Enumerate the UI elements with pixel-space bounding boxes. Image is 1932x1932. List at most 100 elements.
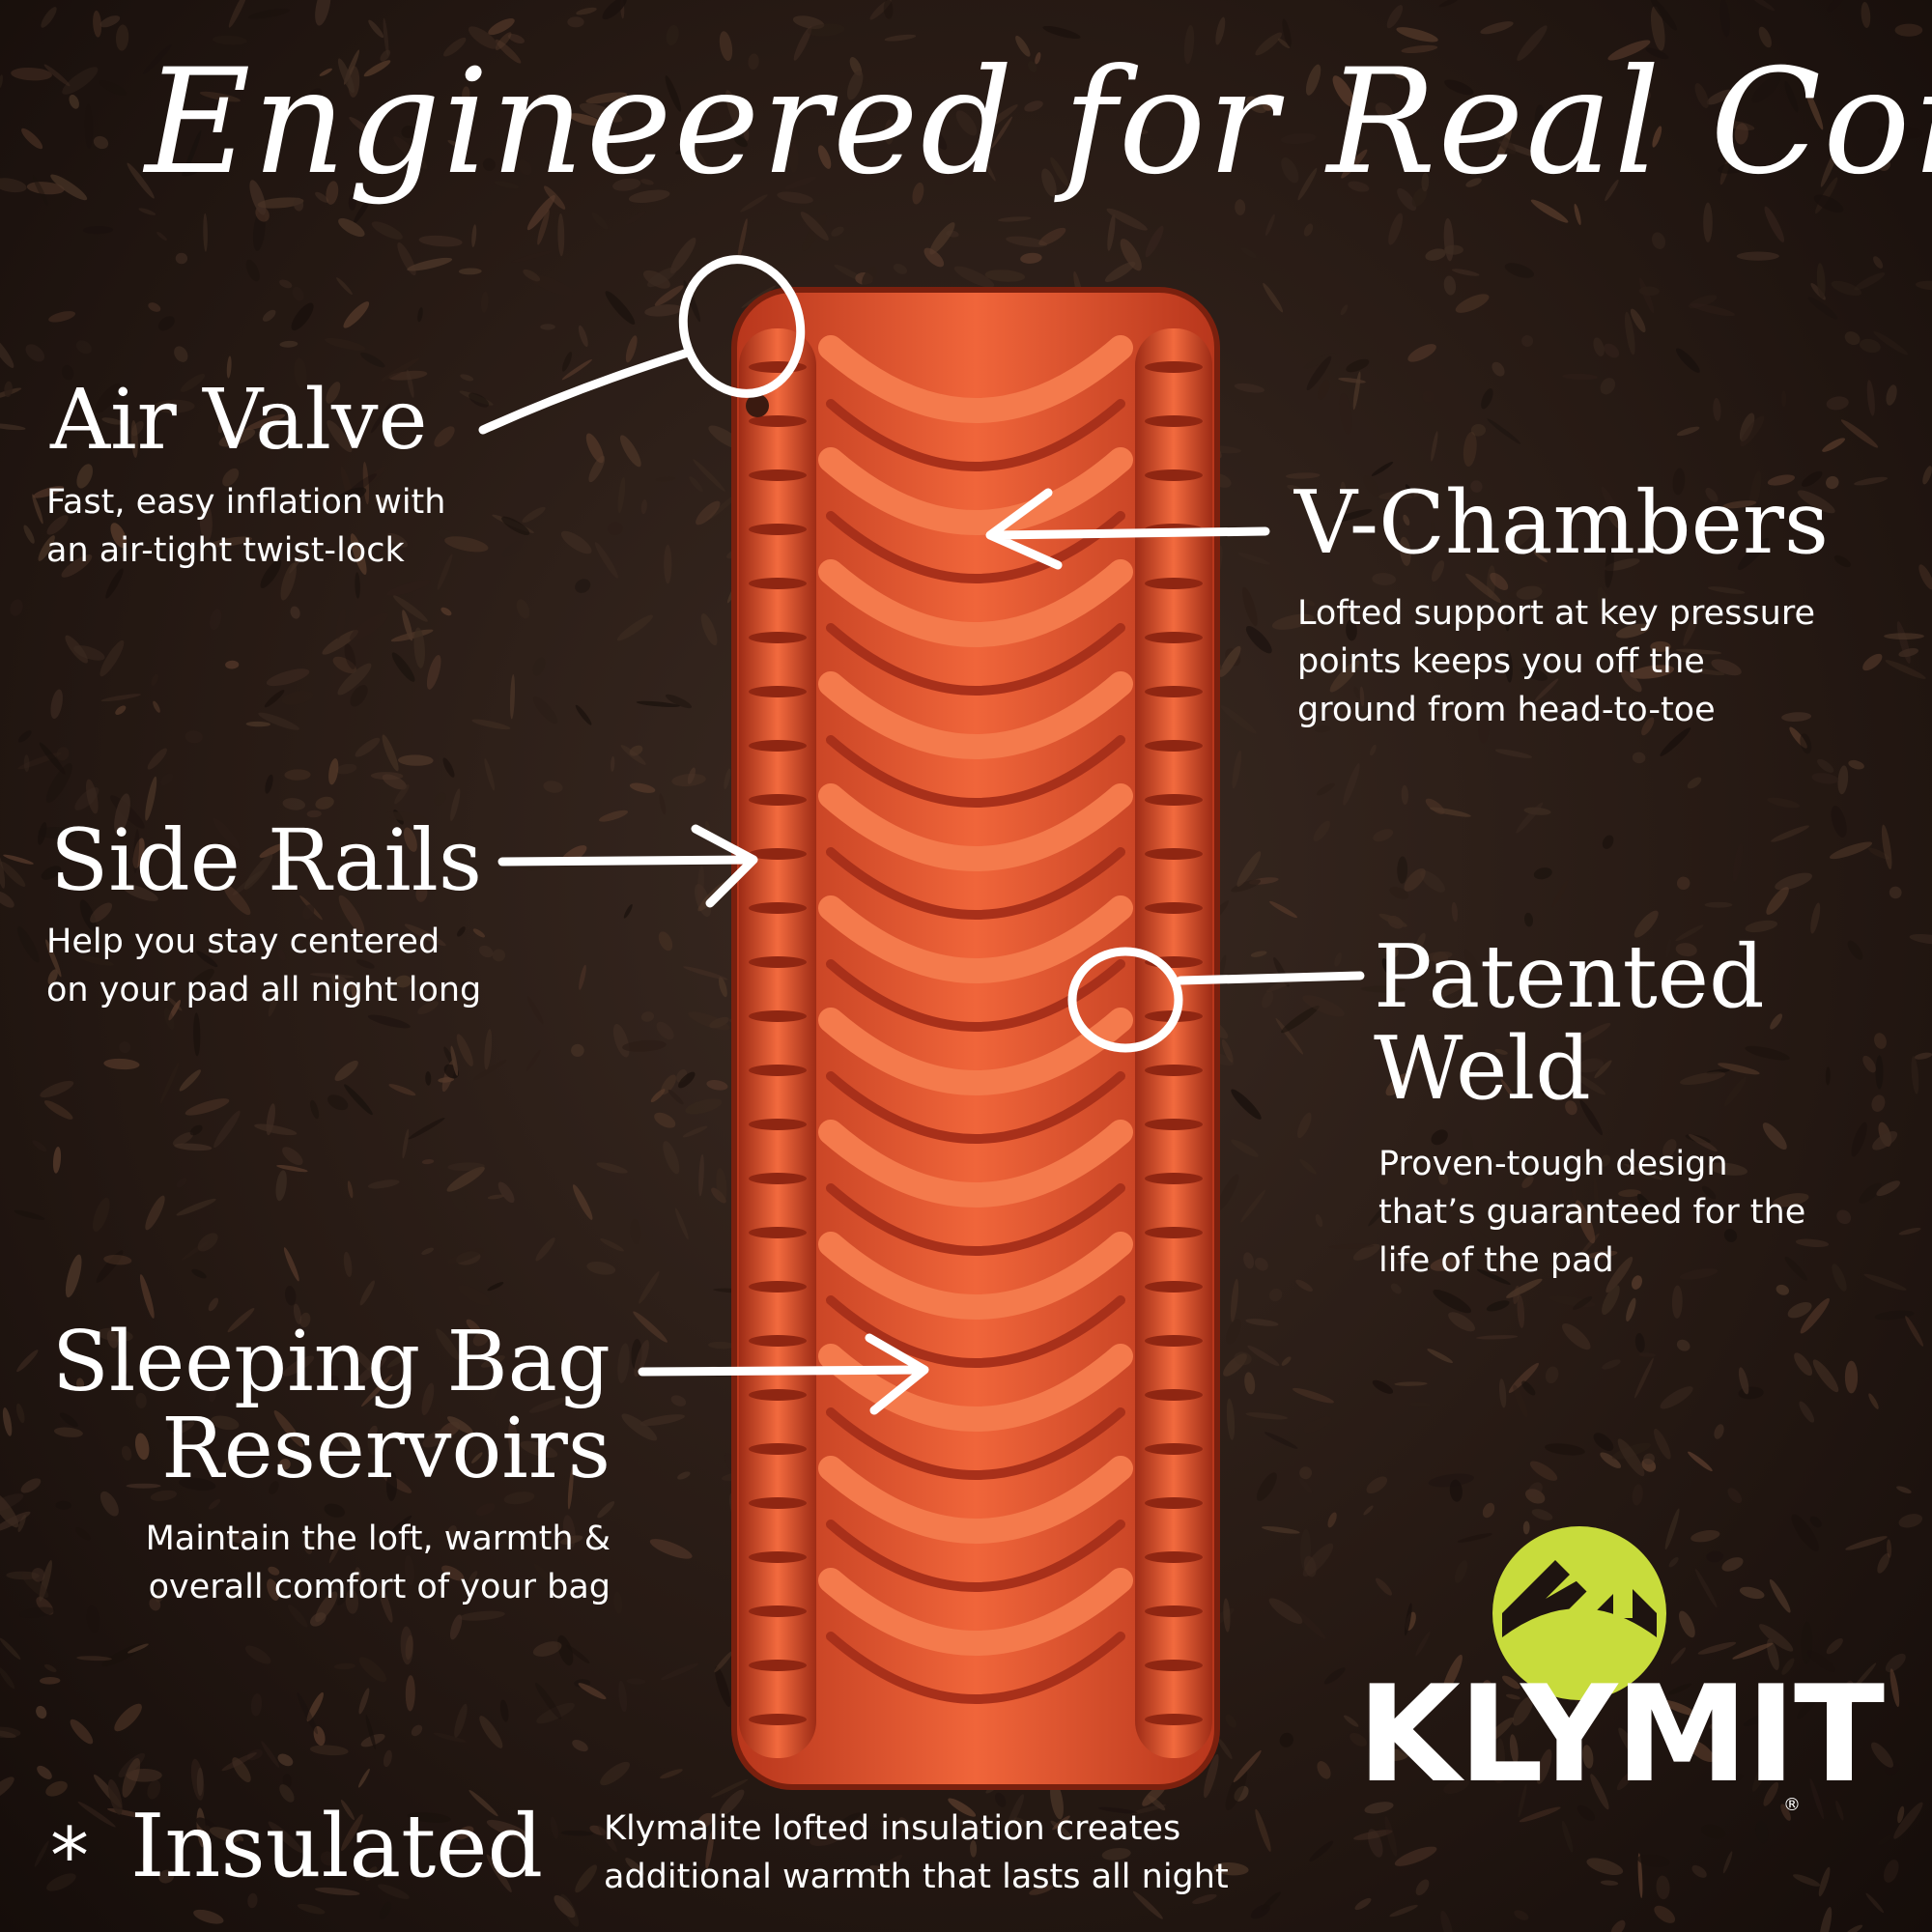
- rail-weld: [749, 1714, 807, 1725]
- v-chamber-ridge: [818, 671, 1133, 759]
- rail-weld: [749, 632, 807, 643]
- rail-weld: [1145, 848, 1203, 860]
- reservoirs-description: Maintain the loft, warmth & overall comf…: [39, 1515, 611, 1611]
- rail-weld: [1145, 902, 1203, 914]
- rail-weld: [1145, 1660, 1203, 1671]
- patented-weld-heading-line: Patented: [1374, 926, 1765, 1028]
- air-valve-pointer: [478, 348, 693, 435]
- v-chambers-description: Lofted support at key pressure points ke…: [1297, 589, 1815, 734]
- rail-weld: [749, 740, 807, 752]
- reservoirs-desc-line: overall comfort of your bag: [148, 1568, 611, 1606]
- side-rails-heading: Side Rails: [50, 810, 483, 910]
- asterisk-icon: *: [50, 1811, 89, 1901]
- rail-weld: [1145, 1443, 1203, 1455]
- insulated-heading: Insulated: [130, 1796, 544, 1897]
- patented-weld-heading-line: Weld: [1374, 1017, 1591, 1120]
- registered-mark: ®: [1783, 1795, 1801, 1815]
- v-chambers-arrow: [985, 488, 1270, 570]
- v-chambers-heading: V-Chambers: [1294, 472, 1830, 574]
- rail-weld: [749, 1335, 807, 1347]
- rail-weld: [1145, 1335, 1203, 1347]
- left-side-rail: [739, 328, 816, 1758]
- v-chamber-ridge: [818, 895, 1133, 983]
- patented-weld-desc-line: life of the pad: [1378, 1241, 1614, 1280]
- air-valve-description: Fast, easy inflation with an air-tight t…: [46, 478, 445, 575]
- rail-weld: [749, 1605, 807, 1617]
- page-title: Engineered for Real Comfort: [145, 39, 1932, 207]
- rail-weld: [1145, 740, 1203, 752]
- reservoirs-heading: Sleeping Bag Reservoirs: [39, 1319, 611, 1493]
- v-chambers-desc-line: Lofted support at key pressure: [1297, 594, 1815, 633]
- brand-logo-wordmark: KLYMIT: [1357, 1657, 1885, 1812]
- air-valve-heading: Air Valve: [50, 372, 428, 469]
- side-rails-description: Help you stay centered on your pad all n…: [46, 918, 481, 1014]
- patented-weld-description: Proven-tough design that’s guaranteed fo…: [1378, 1140, 1805, 1285]
- patented-weld-heading: Patented Weld: [1374, 926, 1765, 1120]
- v-chamber-ridge: [826, 1520, 1125, 1592]
- rail-weld: [749, 1497, 807, 1509]
- rail-weld: [1145, 1389, 1203, 1401]
- rail-weld: [1145, 794, 1203, 806]
- patented-weld-desc-line: Proven-tough design: [1378, 1145, 1728, 1183]
- v-chamber-ridge: [818, 447, 1133, 535]
- rail-weld: [749, 1227, 807, 1238]
- reservoirs-heading-line: Reservoirs: [161, 1401, 611, 1498]
- rail-weld: [749, 902, 807, 914]
- reservoirs-desc-line: Maintain the loft, warmth &: [145, 1520, 611, 1558]
- rail-weld: [749, 578, 807, 589]
- rail-weld: [749, 1551, 807, 1563]
- rail-weld: [1145, 578, 1203, 589]
- v-chamber-ridge: [826, 511, 1125, 583]
- rail-weld: [749, 415, 807, 427]
- air-valve-desc-line: Fast, easy inflation with: [46, 483, 446, 522]
- rail-weld: [1145, 686, 1203, 697]
- rail-weld: [749, 794, 807, 806]
- rail-weld: [749, 1173, 807, 1184]
- rail-weld: [1145, 1119, 1203, 1130]
- v-chamber-ridge: [826, 1071, 1125, 1144]
- air-valve-circle: [678, 255, 806, 398]
- pad-body: [731, 287, 1220, 1790]
- rail-weld: [749, 1443, 807, 1455]
- v-chamber-ridge: [818, 1008, 1133, 1095]
- patented-weld-circle: [1067, 947, 1183, 1053]
- rail-weld: [749, 469, 807, 481]
- patented-weld-pointer: [1176, 971, 1365, 985]
- v-chambers-desc-line: ground from head-to-toe: [1297, 691, 1716, 729]
- side-rails-desc-line: on your pad all night long: [46, 971, 482, 1009]
- v-chamber-ridge: [826, 959, 1125, 1032]
- rail-weld: [749, 956, 807, 968]
- v-chamber-ridge: [826, 623, 1125, 696]
- right-side-rail: [1135, 328, 1212, 1758]
- v-chamber-ridge: [826, 1295, 1125, 1368]
- rail-weld: [1145, 1065, 1203, 1076]
- rail-weld: [1145, 1714, 1203, 1725]
- rail-weld: [749, 686, 807, 697]
- v-chamber-ridge: [826, 735, 1125, 808]
- v-chamber-ridge: [826, 847, 1125, 920]
- air-valve-part: [746, 394, 769, 417]
- insulated-desc-line: additional warmth that lasts all night: [604, 1858, 1229, 1896]
- v-chamber-ridge: [818, 1456, 1133, 1544]
- rail-weld: [749, 524, 807, 535]
- side-rails-desc-line: Help you stay centered: [46, 923, 440, 961]
- rail-weld: [1145, 415, 1203, 427]
- v-chamber-ridge: [818, 1120, 1133, 1208]
- rail-weld: [749, 1010, 807, 1022]
- v-chamber-ridge: [818, 1232, 1133, 1320]
- klymit-logo-icon: [1492, 1526, 1666, 1700]
- v-chamber-ridge: [826, 1632, 1125, 1704]
- rail-weld: [1145, 1605, 1203, 1617]
- rail-weld: [749, 848, 807, 860]
- rail-weld: [1145, 469, 1203, 481]
- rail-weld: [1145, 1227, 1203, 1238]
- rail-weld: [1145, 1551, 1203, 1563]
- v-chamber-ridge: [818, 335, 1133, 423]
- insulated-description: Klymalite lofted insulation creates addi…: [604, 1804, 1229, 1901]
- v-chamber-ridge: [826, 1407, 1125, 1480]
- v-chambers-desc-line: points keeps you off the: [1297, 642, 1705, 681]
- rail-weld: [749, 1389, 807, 1401]
